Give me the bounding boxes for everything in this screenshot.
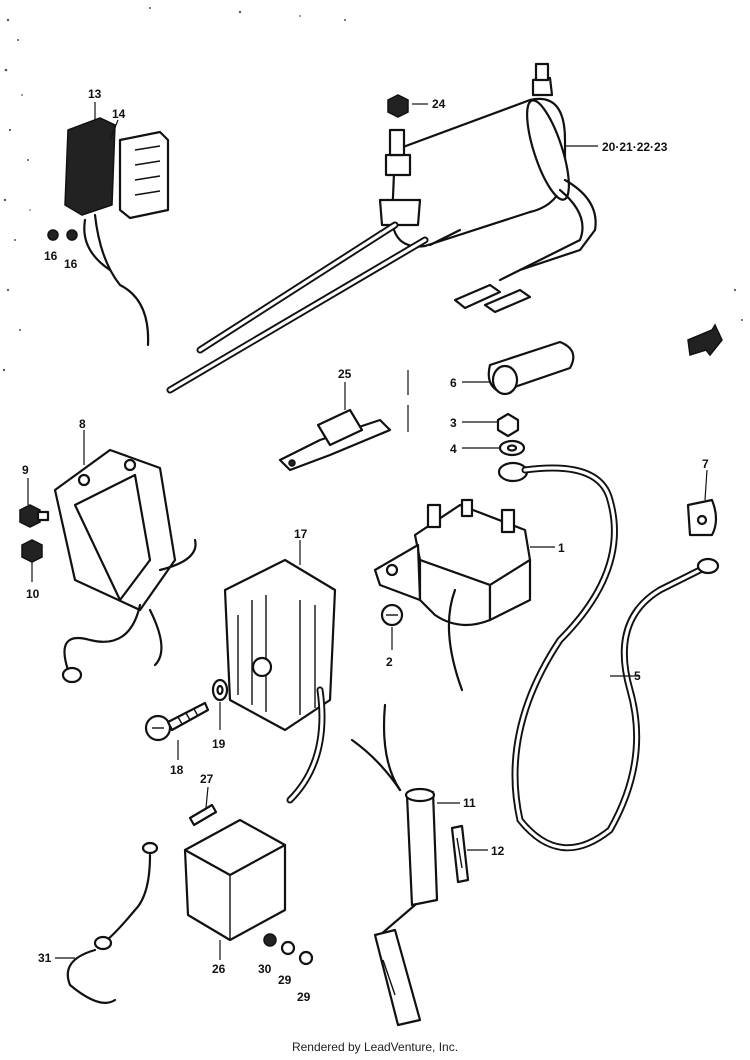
label-3: 3 — [450, 416, 457, 430]
label-2: 2 — [386, 655, 393, 669]
label-7: 7 — [702, 457, 709, 471]
label-4: 4 — [450, 442, 457, 456]
label-10: 10 — [26, 587, 40, 601]
clamp-7[interactable] — [686, 498, 718, 537]
washer-4[interactable] — [498, 439, 526, 457]
scan-noise — [2, 7, 743, 372]
label-13: 13 — [88, 87, 102, 101]
bolt-9[interactable] — [19, 504, 50, 528]
unit-26[interactable] — [183, 818, 287, 942]
label-12: 12 — [491, 844, 505, 858]
nut-3[interactable] — [496, 412, 520, 438]
label-25: 25 — [338, 367, 352, 381]
starter-motor[interactable] — [166, 62, 597, 394]
label-27: 27 — [200, 772, 214, 786]
label-30: 30 — [258, 962, 272, 976]
nut-24[interactable] — [387, 94, 409, 118]
label-29: 29 — [278, 973, 292, 987]
connector-25[interactable] — [278, 408, 392, 472]
label-6: 6 — [450, 376, 457, 390]
wire-lead-31[interactable] — [66, 841, 159, 1004]
terminal-cap-6[interactable] — [487, 340, 575, 396]
label-17: 17 — [294, 527, 308, 541]
label-5: 5 — [634, 669, 641, 683]
relay-13-14[interactable] — [47, 117, 170, 347]
bolt-18[interactable] — [144, 701, 210, 742]
battery-cable-5[interactable] — [497, 461, 720, 852]
direction-arrow-icon — [687, 323, 723, 357]
regulator-17[interactable] — [223, 558, 337, 804]
label-24: 24 — [432, 97, 446, 111]
footer-credit: Rendered by LeadVenture, Inc. — [291, 1040, 459, 1054]
label-18: 18 — [170, 763, 184, 777]
washer-29[interactable] — [280, 940, 296, 956]
label-26: 26 — [212, 962, 226, 976]
label-31: 31 — [38, 951, 52, 965]
label-29b: 29 — [297, 990, 311, 1004]
label-8: 8 — [79, 417, 86, 431]
label-19: 19 — [212, 737, 226, 751]
washer-30[interactable] — [263, 933, 277, 947]
label-20-23: 20·21·22·23 — [602, 140, 668, 154]
label-9: 9 — [22, 463, 29, 477]
label-1: 1 — [558, 541, 565, 555]
fuse-holder-11[interactable] — [350, 703, 439, 1027]
fuse-12[interactable] — [450, 824, 470, 884]
ignition-coil-8[interactable] — [53, 448, 197, 684]
label-16b: 16 — [64, 257, 78, 271]
bolt-27[interactable] — [188, 803, 218, 827]
label-14: 14 — [112, 107, 126, 121]
label-16: 16 — [44, 249, 58, 263]
label-11: 11 — [463, 796, 476, 810]
nut-10[interactable] — [21, 539, 43, 563]
washer-19[interactable] — [211, 678, 229, 702]
nut-29b[interactable] — [298, 950, 314, 966]
screw-2[interactable] — [380, 603, 404, 627]
leader-lines — [27, 102, 708, 960]
starter-relay-1[interactable] — [373, 498, 532, 692]
part-labels: 1 2 3 4 5 6 7 8 9 10 11 12 13 14 16 16 1… — [22, 87, 709, 1004]
